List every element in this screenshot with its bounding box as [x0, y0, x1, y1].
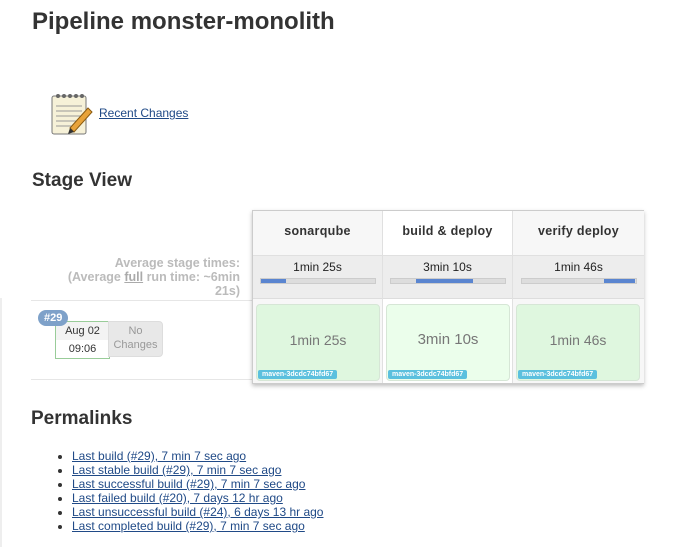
stage-time-bar [259, 278, 376, 284]
avg-label: Average stage times: [114, 256, 240, 270]
list-item: Last unsuccessful build (#24), 6 days 13… [72, 505, 323, 519]
agent-label: maven-3dcdc74bfd67 [258, 370, 338, 379]
list-item: Last stable build (#29), 7 min 7 sec ago [72, 463, 323, 477]
changes-box[interactable]: No Changes [108, 321, 163, 357]
stage-duration: 3min 10s [417, 331, 479, 348]
stage-header[interactable]: sonarqube [253, 211, 382, 256]
permalink[interactable]: Last build (#29), 7 min 7 sec ago [72, 449, 247, 463]
avg-full-word: full [124, 270, 144, 284]
stage-time-bar-fill [260, 279, 286, 283]
agent-label: maven-3dcdc74bfd67 [388, 370, 468, 379]
stage-cell[interactable]: 1min 25s maven-3dcdc74bfd67 [256, 304, 380, 381]
average-stage-times: Average stage times: (Average full run t… [40, 256, 240, 298]
recent-changes-link[interactable]: Recent Changes [99, 106, 189, 120]
stage-header[interactable]: build & deploy [383, 211, 512, 256]
permalinks-heading: Permalinks [31, 408, 133, 429]
avg-full-run-time: (Average full run time: ~6min 21s) [40, 270, 240, 298]
build-row [31, 300, 253, 380]
build-date[interactable]: Aug 02 09:06 [55, 321, 110, 359]
stage-view-heading: Stage View [32, 170, 132, 191]
divider [0, 298, 2, 547]
build-date-time: 09:06 [68, 343, 97, 355]
stage-column: sonarqube 1min 25s 1min 25s maven-3dcdc74… [253, 211, 383, 383]
stage-time-bar-fill [415, 279, 473, 283]
list-item: Last successful build (#29), 7 min 7 sec… [72, 477, 323, 491]
stage-average: 1min 25s [253, 256, 382, 299]
permalink[interactable]: Last completed build (#29), 7 min 7 sec … [72, 519, 305, 533]
list-item: Last build (#29), 7 min 7 sec ago [72, 449, 323, 463]
avg-suffix: run time: ~6min 21s) [143, 270, 240, 298]
stage-average-time: 1min 46s [554, 260, 603, 274]
stage-average: 3min 10s [383, 256, 512, 299]
permalink[interactable]: Last successful build (#29), 7 min 7 sec… [72, 477, 306, 491]
avg-prefix: (Average [67, 270, 125, 284]
stage-average: 1min 46s [513, 256, 644, 299]
permalink[interactable]: Last stable build (#29), 7 min 7 sec ago [72, 463, 282, 477]
list-item: Last completed build (#29), 7 min 7 sec … [72, 519, 323, 533]
page-title: Pipeline monster-monolith [32, 8, 335, 35]
build-number-badge[interactable]: #29 [38, 310, 69, 326]
stage-average-time: 1min 25s [293, 260, 342, 274]
stage-time-bar [389, 278, 506, 284]
stage-average-time: 3min 10s [423, 260, 472, 274]
stage-header[interactable]: verify deploy [513, 211, 644, 256]
notepad-icon [51, 94, 93, 135]
stage-time-bar-fill [603, 279, 636, 283]
permalink[interactable]: Last unsuccessful build (#24), 6 days 13… [72, 505, 324, 519]
permalinks-list: Last build (#29), 7 min 7 sec ago Last s… [58, 449, 323, 533]
list-item: Last failed build (#20), 7 days 12 hr ag… [72, 491, 323, 505]
stage-column: verify deploy 1min 46s 1min 46s maven-3dc… [512, 211, 644, 383]
stage-time-bar [520, 278, 637, 284]
stage-duration: 1min 46s [549, 332, 607, 348]
build-date-day: Aug 02 [56, 322, 109, 340]
stage-cell[interactable]: 3min 10s maven-3dcdc74bfd67 [386, 304, 510, 381]
permalink[interactable]: Last failed build (#20), 7 days 12 hr ag… [72, 491, 283, 505]
stage-column: build & deploy 3min 10s 3min 10s maven-3d… [383, 211, 512, 383]
stage-grid: sonarqube 1min 25s 1min 25s maven-3dcdc74… [252, 210, 644, 384]
agent-label: maven-3dcdc74bfd67 [518, 370, 598, 379]
stage-cell[interactable]: 1min 46s maven-3dcdc74bfd67 [516, 304, 640, 381]
stage-duration: 1min 25s [289, 332, 347, 348]
